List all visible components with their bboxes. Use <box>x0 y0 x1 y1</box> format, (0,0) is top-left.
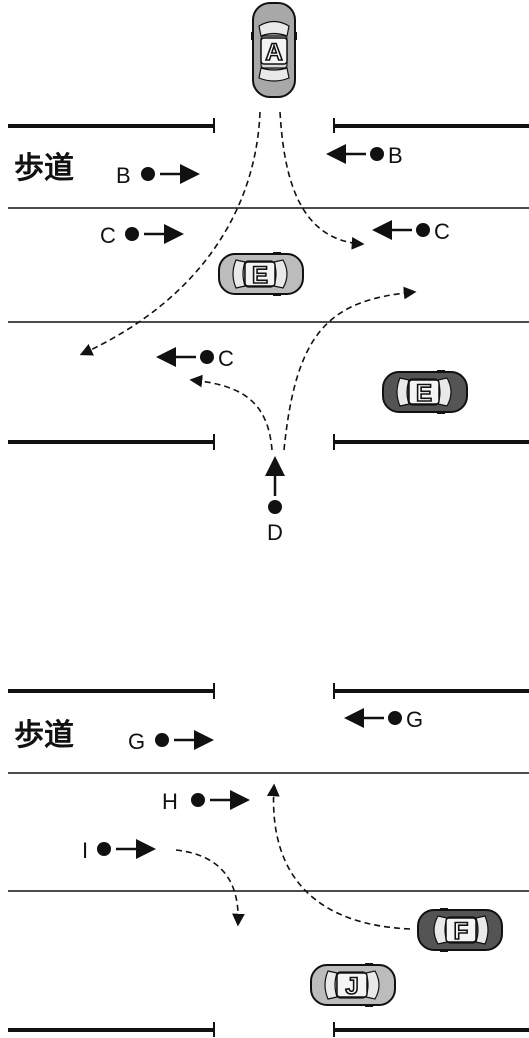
top-trajectories <box>79 111 417 451</box>
label-c-right: C <box>434 219 450 244</box>
dot-g-right <box>388 711 402 725</box>
label-b-left: B <box>116 163 131 188</box>
marker-h: H <box>162 789 250 814</box>
trajectory-f-right-turn <box>266 783 411 930</box>
label-d: D <box>267 520 283 545</box>
marker-g-right: G <box>344 707 423 732</box>
dot-c-lower <box>200 350 214 364</box>
trajectory-i-left-turn <box>175 849 245 927</box>
dot-b-right <box>370 147 384 161</box>
car-e-center: E <box>218 251 304 297</box>
label-i: I <box>82 838 88 863</box>
top-road-lines <box>8 118 529 450</box>
label-b-right: B <box>388 143 403 168</box>
label-c-left: C <box>100 223 116 248</box>
marker-g-left: G <box>128 729 214 754</box>
car-e-right-letter: E <box>416 380 432 407</box>
label-c-lower: C <box>218 346 234 371</box>
dot-c-right <box>416 223 430 237</box>
marker-b-left: B <box>116 163 200 188</box>
dot-h <box>191 793 205 807</box>
dot-i <box>97 842 111 856</box>
label-g-right: G <box>406 707 423 732</box>
marker-d: D <box>265 456 285 545</box>
marker-c-right: C <box>372 219 450 244</box>
car-e-center-letter: E <box>252 262 268 289</box>
marker-c-left: C <box>100 223 184 248</box>
car-f-letter: F <box>454 918 469 945</box>
car-a-letter: A <box>265 39 282 66</box>
bottom-road-lines <box>8 683 529 1037</box>
car-j-letter: J <box>345 973 358 1000</box>
trajectory-a-right-turn <box>279 111 365 250</box>
marker-b-right: B <box>326 143 403 168</box>
dot-c-left <box>125 227 139 241</box>
label-g-left: G <box>128 729 145 754</box>
dot-d <box>268 500 282 514</box>
car-f: F <box>417 907 503 953</box>
top-scene: 歩道 A E E B <box>8 2 529 545</box>
car-j: J <box>310 962 396 1008</box>
bottom-scene: 歩道 F J G G H <box>8 683 529 1037</box>
marker-i: I <box>82 838 156 863</box>
bottom-trajectories <box>175 783 411 930</box>
sidewalk-label: 歩道 <box>14 151 74 186</box>
label-h: H <box>162 789 178 814</box>
marker-c-lower: C <box>156 346 234 371</box>
car-a: A <box>250 2 298 98</box>
dot-b-left <box>141 167 155 181</box>
trajectory-d-right-turn <box>283 286 417 451</box>
car-e-right: E <box>382 369 468 415</box>
sidewalk-label: 歩道 <box>14 718 74 753</box>
dot-g-left <box>155 733 169 747</box>
trajectory-d-left-turn <box>189 374 273 451</box>
